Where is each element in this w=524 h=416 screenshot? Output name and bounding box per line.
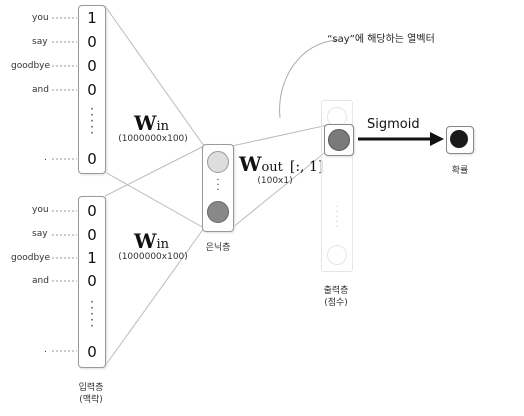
w-out-dims: (100x1) (257, 176, 293, 186)
input-lower-value-0: 0 (87, 202, 97, 220)
input-lower-value-3: 0 (87, 272, 97, 290)
w-out-label: Wout [:, 1] (239, 152, 323, 176)
input-upper-word-you: you (32, 13, 49, 23)
input-upper-word-and: and (32, 85, 49, 95)
output-active-box (324, 124, 354, 156)
w-in-upper-symbol: W (134, 111, 157, 135)
input-upper-word-say: say (32, 37, 48, 47)
input-lower-word-and: and (32, 276, 49, 286)
input-layer-label: 입력층 (78, 383, 104, 393)
output-layer-sublabel: (점수) (324, 298, 348, 308)
input-upper-value-1: 0 (87, 33, 97, 51)
probability-box (446, 126, 474, 154)
output-ellipsis: ····· (335, 202, 339, 233)
hidden-layer-label: 은닉층 (205, 243, 231, 253)
hidden-layer-box: ··· (202, 144, 234, 232)
input-lower-value-2: 1 (87, 249, 97, 267)
hidden-node-1 (207, 151, 229, 173)
w-in-upper-label: Win (134, 111, 169, 135)
input-lower-word-period: . (44, 345, 47, 355)
edge-upper-bottom (104, 171, 205, 229)
edge-hidden-output-top (231, 124, 329, 147)
input-lower-value-4: 0 (87, 343, 97, 361)
callout-text: “say”에 해당하는 열벡터 (327, 34, 435, 45)
sigmoid-arrow-head (430, 132, 444, 146)
hidden-ellipsis: ··· (216, 175, 220, 196)
w-in-lower-subscript: in (156, 237, 169, 252)
input-upper-value-0: 1 (87, 9, 97, 27)
input-upper-value-2: 0 (87, 57, 97, 75)
hidden-node-2 (207, 201, 229, 223)
edge-hidden-output-bottom (231, 149, 329, 229)
output-layer-label: 출력층 (323, 286, 349, 296)
w-out-symbol: W (239, 152, 262, 176)
input-upper-word-period: . (44, 153, 47, 163)
callout-curve (279, 39, 339, 119)
input-lower-vector: 0 0 1 0 ····· 0 (78, 196, 106, 368)
edge-upper-top (104, 5, 205, 147)
w-out-index: [:, 1] (289, 159, 324, 175)
input-lower-value-1: 0 (87, 226, 97, 244)
w-in-lower-symbol: W (134, 229, 157, 253)
input-layer-sublabel: (맥락) (79, 395, 103, 405)
input-upper-ellipsis: ····· (90, 102, 94, 140)
w-in-lower-label: Win (134, 229, 169, 253)
input-upper-value-3: 0 (87, 81, 97, 99)
w-in-lower-dims: (1000000x100) (118, 252, 188, 262)
input-upper-value-4: 0 (87, 150, 97, 168)
w-in-upper-subscript: in (156, 119, 169, 134)
input-lower-ellipsis: ····· (90, 295, 94, 333)
output-node-faded-2 (327, 245, 347, 265)
input-upper-word-goodbye: goodbye (11, 61, 51, 71)
probability-node (450, 130, 468, 148)
w-out-subscript: out (261, 160, 283, 175)
input-upper-vector: 1 0 0 0 ····· 0 (78, 5, 106, 174)
input-lower-word-goodbye: goodbye (11, 253, 51, 263)
input-lower-word-you: you (32, 205, 49, 215)
input-lower-word-say: say (32, 229, 48, 239)
output-node-say (328, 129, 350, 151)
edge-lower-bottom (104, 227, 205, 367)
w-in-upper-dims: (1000000x100) (118, 134, 188, 144)
output-layer-box: ····· (321, 100, 353, 272)
probability-label: 확률 (451, 166, 469, 176)
sigmoid-label: Sigmoid (367, 117, 420, 132)
edge-lower-top (104, 145, 205, 197)
